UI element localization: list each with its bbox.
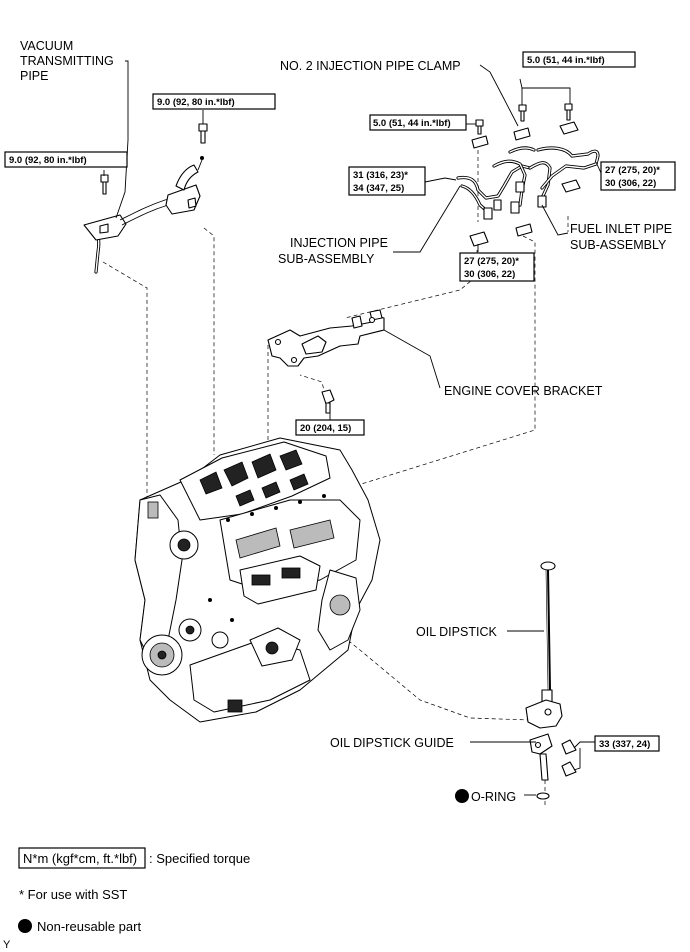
torque-clamp-left: 5.0 (51, 44 in.*lbf) [369, 114, 467, 131]
bolt-vacuum-top [198, 123, 208, 144]
o-ring-shape [536, 792, 550, 800]
torque-clamp-left-text: 5.0 (51, 44 in.*lbf) [373, 118, 451, 129]
torque-injection-left-line1: 31 (316, 23)* [353, 170, 408, 181]
corner-mark: Y [3, 939, 11, 951]
nonreusable-dot-icon [455, 789, 469, 803]
oil-dipstick-guide-label: OIL DIPSTICK GUIDE [330, 736, 454, 750]
torque-guide-text: 33 (337, 24) [599, 739, 650, 750]
legend-unit-box-text: N*m (kgf*cm, ft.*lbf) [23, 851, 137, 866]
torque-fuel-right-line1: 27 (275, 20)* [605, 165, 660, 176]
legend-nonreusable-text: Non-reusable part [37, 919, 141, 934]
oil-dipstick-shape [540, 561, 556, 691]
torque-injection-left: 31 (316, 23)* 34 (347, 25) [348, 166, 426, 196]
torque-injection-left-line2: 34 (347, 25) [353, 183, 404, 194]
torque-clamp-top: 5.0 (51, 44 in.*lbf) [522, 51, 636, 68]
torque-bracket: 20 (204, 15) [295, 419, 365, 436]
injection-pipe-clamps [469, 121, 581, 247]
vacuum-label-line1: VACUUM [20, 39, 73, 53]
legend: N*m (kgf*cm, ft.*lbf) : Specified torque… [3, 847, 250, 951]
clamp-label: NO. 2 INJECTION PIPE CLAMP [280, 59, 461, 73]
torque-clamp-top-text: 5.0 (51, 44 in.*lbf) [527, 55, 605, 66]
oil-dipstick-label: OIL DIPSTICK [416, 625, 497, 639]
torque-vacuum-top: 9.0 (92, 80 in.*lbf) [152, 93, 276, 110]
engine-assembly [134, 437, 381, 723]
fuel-label-line2: SUB-ASSEMBLY [570, 238, 667, 252]
legend-sst-note: * For use with SST [19, 887, 127, 902]
injection-label-line2: SUB-ASSEMBLY [278, 252, 375, 266]
o-ring-label: O-RING [455, 789, 516, 804]
o-ring-text: O-RING [471, 790, 516, 804]
torque-fuel-right-line2: 30 (306, 22) [605, 178, 656, 189]
vacuum-label-line3: PIPE [20, 69, 49, 83]
fuel-inlet-label: FUEL INLET PIPE SUB-ASSEMBLY [570, 222, 672, 252]
torque-injection-bottom-line2: 30 (306, 22) [464, 269, 515, 280]
vacuum-pipe-label: VACUUM TRANSMITTING PIPE [20, 39, 114, 83]
injection-label-line1: INJECTION PIPE [290, 236, 388, 250]
torque-vacuum-left-text: 9.0 (92, 80 in.*lbf) [9, 155, 87, 166]
vacuum-transmitting-pipe [83, 156, 204, 274]
leader-lines [103, 60, 602, 796]
engine-cover-bracket-label: ENGINE COVER BRACKET [444, 384, 603, 398]
engine-cover-bracket-shape [267, 309, 385, 367]
torque-bracket-text: 20 (204, 15) [300, 423, 351, 434]
fuel-label-line1: FUEL INLET PIPE [570, 222, 672, 236]
oil-dipstick-guide-shape [525, 689, 563, 781]
torque-fuel-right: 27 (275, 20)* 30 (306, 22) [600, 161, 676, 191]
injection-pipe-assembly [456, 146, 600, 220]
bolt-bracket [321, 389, 335, 414]
guide-bolts [561, 739, 577, 777]
torque-injection-bottom: 27 (275, 20)* 30 (306, 22) [459, 252, 535, 282]
torque-vacuum-top-text: 9.0 (92, 80 in.*lbf) [157, 97, 235, 108]
torque-injection-bottom-line1: 27 (275, 20)* [464, 256, 519, 267]
torque-guide: 33 (337, 24) [594, 735, 660, 752]
injection-pipe-label: INJECTION PIPE SUB-ASSEMBLY [278, 236, 388, 266]
legend-nonreusable-icon [18, 919, 32, 933]
torque-vacuum-left: 9.0 (92, 80 in.*lbf) [4, 151, 128, 168]
legend-unit-text: : Specified torque [149, 851, 250, 866]
clamp-bolts [475, 103, 573, 135]
bolt-vacuum-left [100, 174, 109, 195]
vacuum-label-line2: TRANSMITTING [20, 54, 114, 68]
